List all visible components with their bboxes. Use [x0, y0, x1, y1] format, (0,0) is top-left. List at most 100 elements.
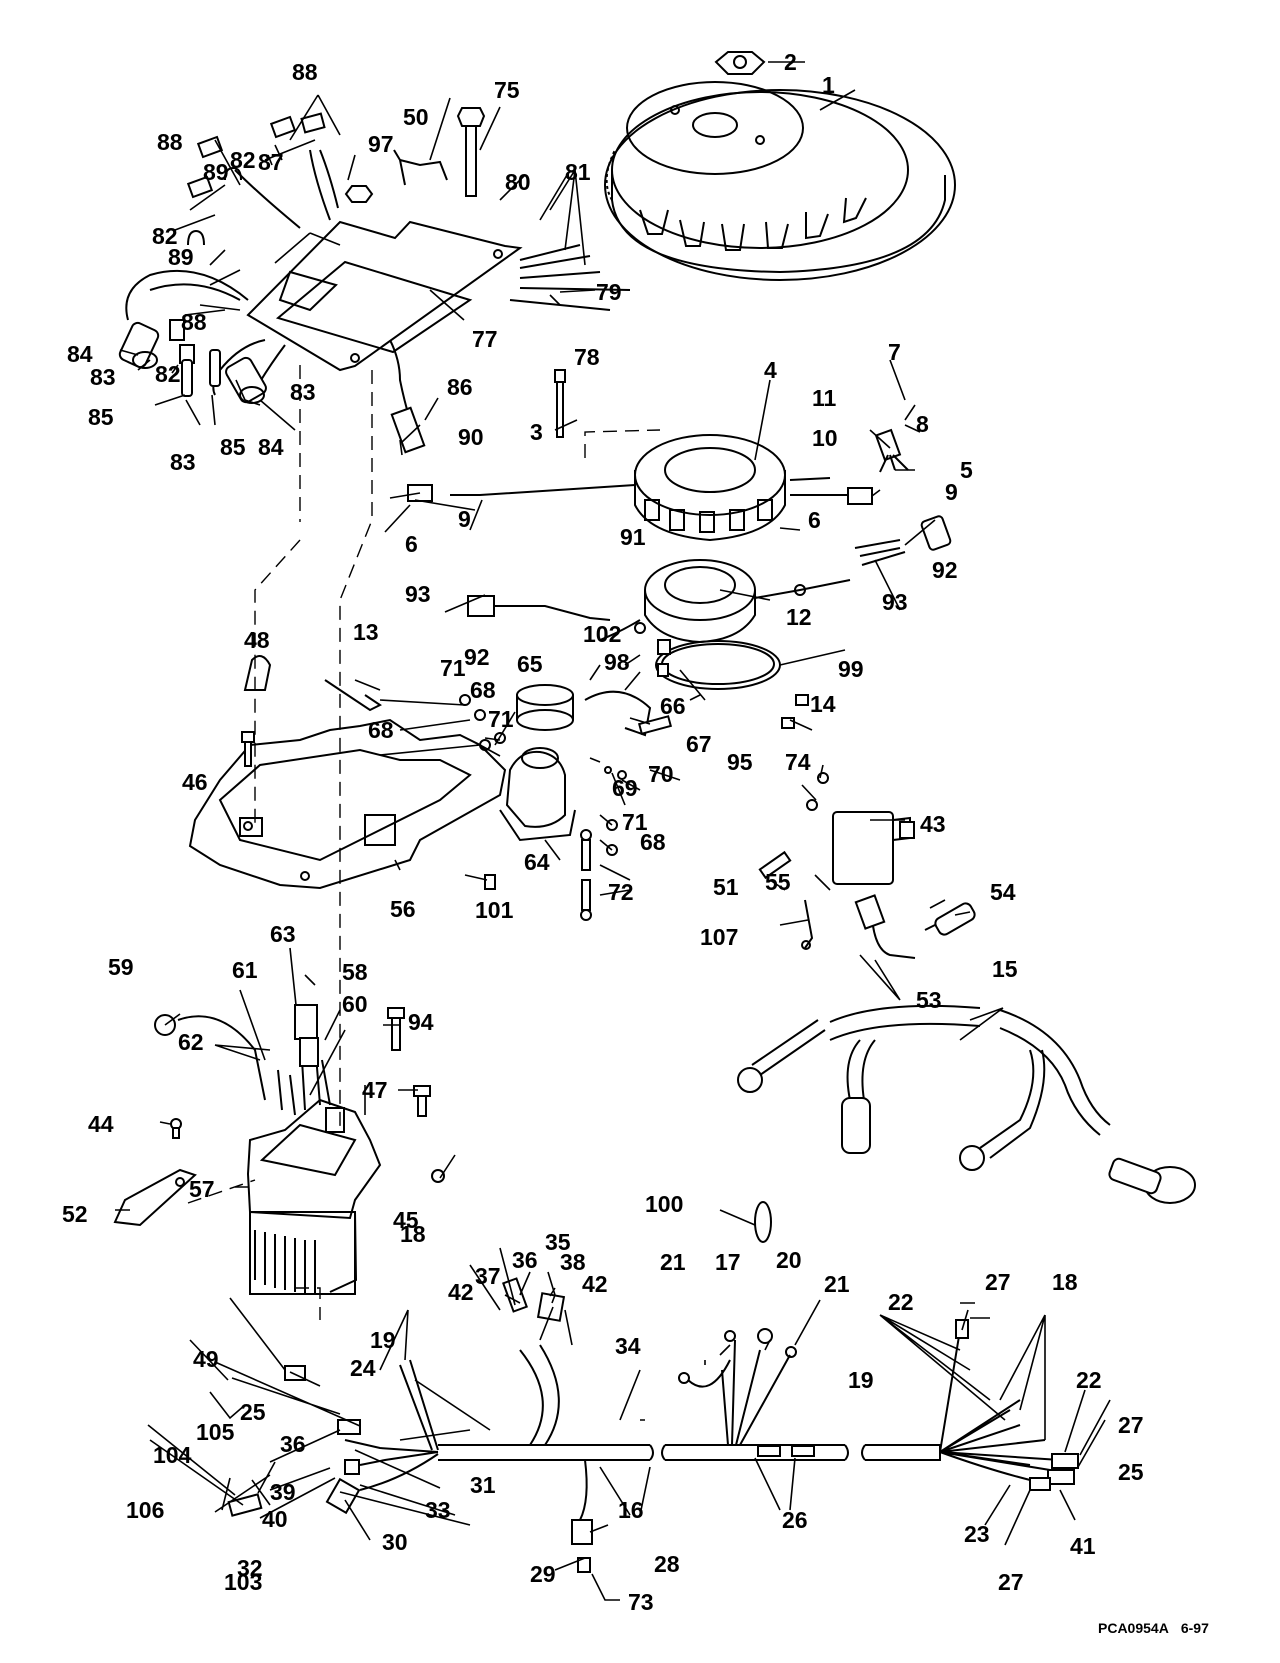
- callout-46: 46: [182, 769, 208, 795]
- callout-45: 45: [393, 1207, 419, 1233]
- callout-47: 47: [362, 1077, 388, 1103]
- callout-30: 30: [382, 1529, 408, 1555]
- ground-strap-107: [801, 899, 814, 950]
- screw-47: [413, 1085, 431, 1117]
- connector-86-90: [390, 406, 426, 454]
- reference-code: PCA0954A: [1098, 1620, 1169, 1636]
- callout-55: 55: [765, 869, 791, 895]
- wiring-leads-top-left: [125, 112, 631, 421]
- callout-64: 64: [524, 849, 550, 875]
- callout-12: 12: [786, 604, 812, 630]
- callout-65: 65: [517, 651, 543, 677]
- retaining-ring-12: [655, 640, 781, 690]
- callout-51: 51: [713, 874, 739, 900]
- callout-99: 99: [838, 656, 864, 682]
- callout-107: 107: [700, 924, 738, 950]
- callout-17: 17: [715, 1249, 741, 1275]
- callout-92: 92: [932, 557, 958, 583]
- callout-24: 24: [350, 1355, 376, 1381]
- callout-83: 83: [170, 449, 196, 475]
- callout-68: 68: [368, 717, 394, 743]
- callout-labels: 1 2 3 4 5 6 6 7 8 9 9 10 11 12 13 14 15 …: [62, 49, 1144, 1615]
- wiring-harness: [227, 1277, 1079, 1573]
- callout-100: 100: [645, 1191, 683, 1217]
- callout-105: 105: [196, 1419, 235, 1445]
- callout-84: 84: [258, 434, 284, 460]
- callout-95: 95: [727, 749, 753, 775]
- callout-43: 43: [920, 811, 946, 837]
- callout-49: 49: [193, 1346, 219, 1372]
- callout-98: 98: [604, 649, 630, 675]
- assembly-line-right: [339, 370, 373, 1130]
- screw-46: [241, 731, 255, 767]
- flywheel: [604, 81, 956, 281]
- callout-88: 88: [181, 309, 207, 335]
- callout-71: 71: [488, 706, 514, 732]
- callout-18: 18: [1052, 1269, 1078, 1295]
- callout-32: 32: [237, 1555, 263, 1581]
- callout-29: 29: [530, 1561, 556, 1587]
- callout-21: 21: [660, 1249, 686, 1275]
- callout-68: 68: [470, 677, 496, 703]
- callout-15: 15: [992, 956, 1018, 982]
- spark-plug-boot-54: [924, 902, 976, 936]
- callout-71: 71: [440, 655, 466, 681]
- callout-58: 58: [342, 959, 368, 985]
- callout-84: 84: [67, 341, 93, 367]
- callout-19: 19: [848, 1367, 874, 1393]
- clamp-48: [243, 655, 272, 691]
- clamp-66: [584, 690, 652, 737]
- armature-plate: [188, 718, 507, 890]
- callout-16: 16: [618, 1497, 644, 1523]
- callout-23: 23: [964, 1521, 990, 1547]
- callout-85: 85: [88, 404, 114, 430]
- callout-5: 5: [960, 457, 973, 483]
- spark-plug-boot-53: [854, 894, 916, 959]
- callout-20: 20: [776, 1247, 802, 1273]
- power-pack: [246, 220, 523, 372]
- callout-10: 10: [812, 425, 838, 451]
- callout-88: 88: [292, 59, 318, 85]
- cable-tie-100: [754, 1201, 772, 1243]
- bracket-52: [113, 1168, 197, 1227]
- callout-22: 22: [888, 1289, 914, 1315]
- callout-70: 70: [648, 761, 674, 787]
- callout-86: 86: [447, 374, 473, 400]
- bracket-13: [324, 679, 382, 712]
- ignition-coil: [832, 811, 915, 885]
- callout-26: 26: [782, 1507, 808, 1533]
- callout-61: 61: [232, 957, 258, 983]
- callout-78: 78: [574, 344, 600, 370]
- callout-82: 82: [152, 223, 178, 249]
- callout-93: 93: [882, 589, 908, 615]
- callout-88: 88: [157, 129, 183, 155]
- callout-89: 89: [168, 244, 194, 270]
- callout-6: 6: [808, 507, 821, 533]
- callout-9: 9: [458, 506, 471, 532]
- callout-59: 59: [108, 954, 134, 980]
- callout-56: 56: [390, 896, 416, 922]
- diagram-footer: PCA0954A 6-97: [1098, 1620, 1221, 1636]
- callout-41: 41: [1070, 1533, 1096, 1559]
- sleeve-65: [516, 684, 574, 731]
- callout-37: 37: [475, 1263, 501, 1289]
- callout-6: 6: [405, 531, 418, 557]
- callout-35: 35: [545, 1229, 571, 1255]
- callout-1: 1: [822, 72, 835, 98]
- callout-25: 25: [240, 1399, 266, 1425]
- callout-19: 19: [370, 1327, 396, 1353]
- callout-91: 91: [620, 524, 646, 550]
- callout-39: 39: [270, 1479, 296, 1505]
- callout-63: 63: [270, 921, 296, 947]
- revision-date: 6-97: [1180, 1620, 1209, 1636]
- flywheel-nut: [714, 51, 766, 75]
- callout-60: 60: [342, 991, 368, 1017]
- screw-67: [637, 715, 673, 735]
- callout-73: 73: [628, 1589, 654, 1615]
- timer-base: [467, 515, 952, 644]
- callout-85: 85: [220, 434, 246, 460]
- bolt-51: [758, 850, 792, 880]
- callout-90: 90: [458, 424, 484, 450]
- callout-66: 66: [660, 693, 686, 719]
- rectifier-regulator: [246, 1098, 382, 1295]
